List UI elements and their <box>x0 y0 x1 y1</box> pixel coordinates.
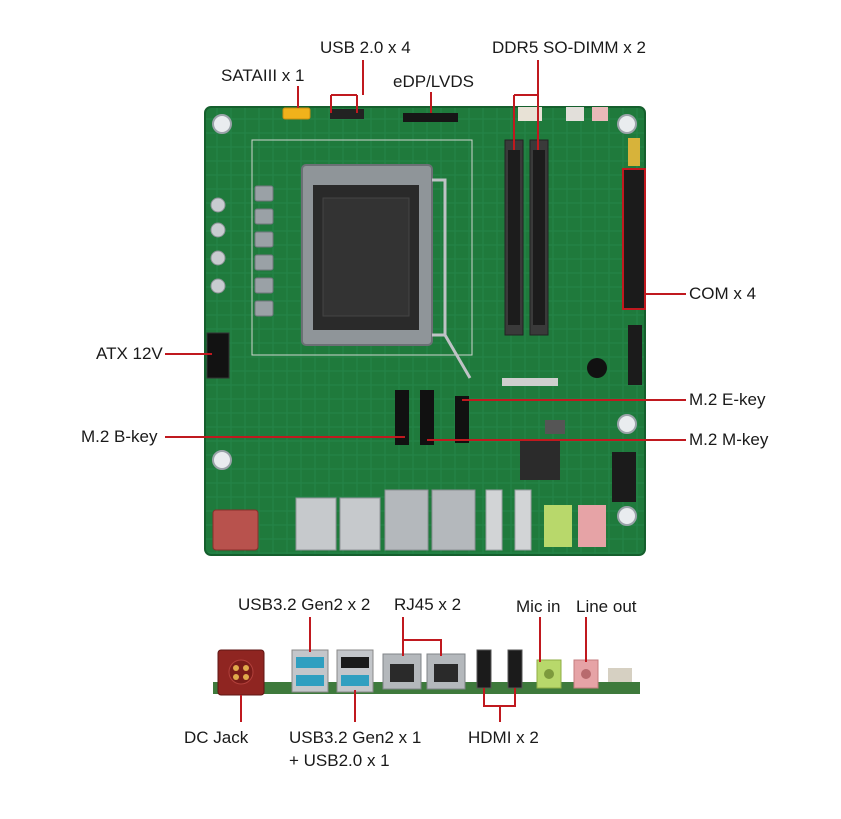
top-right-connector-c <box>592 107 608 121</box>
label-usb20: USB 2.0 x 4 <box>320 38 411 57</box>
m2-slots <box>395 390 469 445</box>
chipset <box>520 440 560 480</box>
label-usb20-x1: + USB2.0 x 1 <box>289 751 390 770</box>
ram-slot-icon <box>504 139 549 336</box>
label-line-out: Line out <box>576 597 637 616</box>
label-com: COM x 4 <box>689 284 757 303</box>
vrm-chokes <box>254 185 274 317</box>
right-header-yellow <box>628 138 640 166</box>
mounting-holes <box>212 114 637 526</box>
label-mic-in: Mic in <box>516 597 561 616</box>
rear-small-header <box>608 668 632 682</box>
small-connector-mid <box>502 378 558 386</box>
cpu-socket-icon <box>251 139 473 379</box>
top-right-connector-b <box>566 107 584 121</box>
usb-port-icon <box>336 649 374 693</box>
capacitors <box>210 197 226 294</box>
bios-chip <box>545 420 565 434</box>
buzzer <box>587 358 607 378</box>
label-usb32-x1: USB3.2 Gen2 x 1 <box>289 728 422 747</box>
label-hdmi: HDMI x 2 <box>468 728 539 747</box>
label-sata: SATAIII x 1 <box>221 66 305 85</box>
audio-jack-icon <box>536 659 599 689</box>
dc-jack-icon <box>217 649 265 696</box>
dc-jack-icon <box>212 509 259 551</box>
atx12v-connector <box>206 332 230 379</box>
right-header-lower <box>628 325 642 385</box>
top-right-connector-a <box>518 107 542 121</box>
callout-lines-top <box>165 60 686 441</box>
label-m2-mkey: M.2 M-key <box>689 430 769 449</box>
label-edp-lvds: eDP/LVDS <box>393 72 474 91</box>
label-usb32-x2: USB3.2 Gen2 x 2 <box>238 595 371 614</box>
rear-panel-view <box>213 649 640 696</box>
rj45-port-icon <box>382 653 466 690</box>
sata-connector <box>282 107 311 120</box>
label-rj45: RJ45 x 2 <box>394 595 462 614</box>
label-atx12v: ATX 12V <box>96 344 163 363</box>
right-header-bottom <box>612 452 636 502</box>
label-m2-bkey: M.2 B-key <box>81 427 158 446</box>
com-headers <box>622 168 646 310</box>
edp-lvds-connector <box>403 113 458 122</box>
label-m2-ekey: M.2 E-key <box>689 390 766 409</box>
label-ddr5: DDR5 SO-DIMM x 2 <box>492 38 646 57</box>
label-dc-jack: DC Jack <box>184 728 249 747</box>
callout-lines-bottom <box>240 617 587 722</box>
rear-io-top <box>212 489 606 551</box>
top-board <box>204 106 646 556</box>
hdmi-port-icon <box>476 649 523 689</box>
usb2-header <box>330 109 364 119</box>
usb-port-icon <box>291 649 329 693</box>
